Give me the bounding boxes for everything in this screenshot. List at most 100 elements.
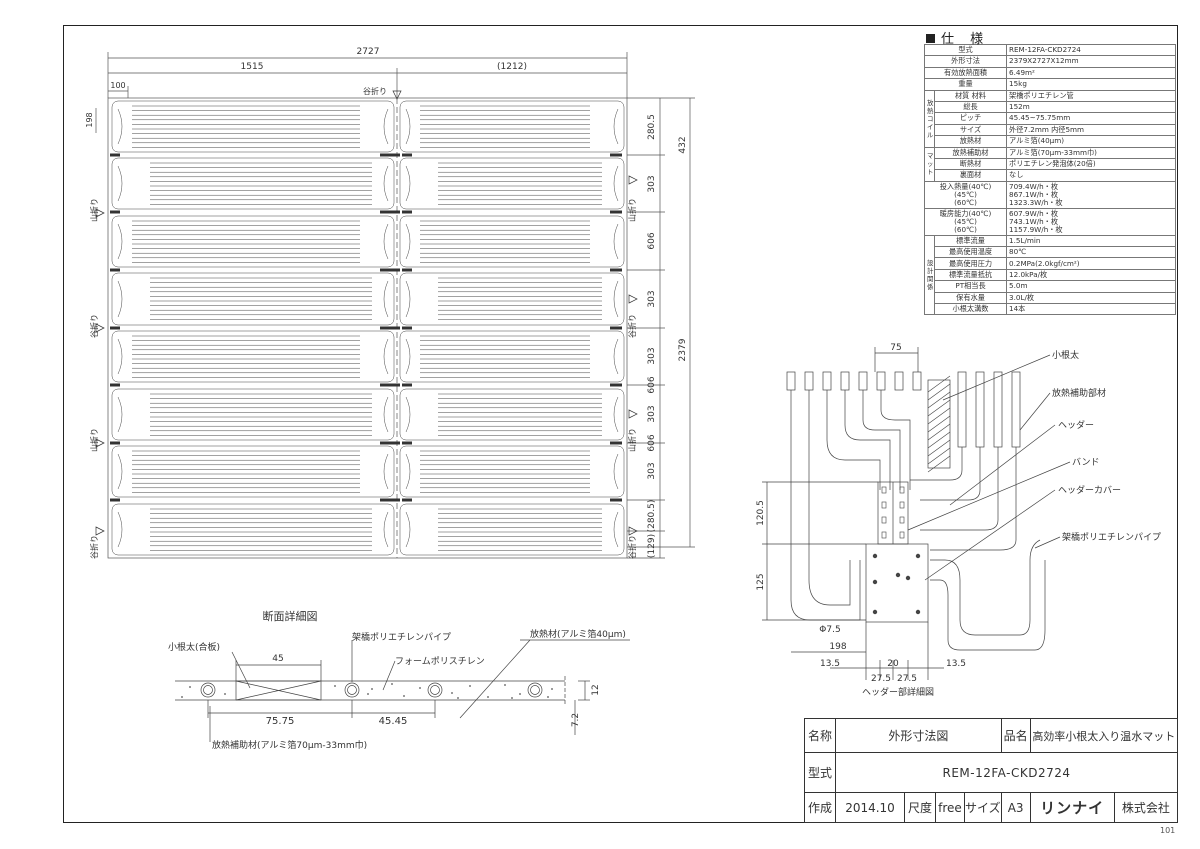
joist-marker — [110, 268, 120, 272]
mat-panel — [111, 330, 395, 383]
plan-mountain-fold-4: 山折り — [627, 428, 637, 452]
foam-dot — [511, 697, 513, 699]
joist-marker — [110, 498, 120, 502]
joist-marker — [380, 326, 400, 330]
hd-label-cover: ヘッダーカバー — [1058, 484, 1121, 496]
plan-dim-2379: 2379 — [678, 338, 688, 361]
spec-key: 型式 — [923, 43, 1008, 57]
joist-marker — [610, 498, 622, 502]
fold-triangle-icon — [628, 409, 638, 419]
joist-marker — [110, 210, 120, 214]
joist-marker — [380, 383, 400, 387]
hd-label-pipe: 架橋ポリエチレンパイプ — [1062, 531, 1161, 543]
drawing-frame — [63, 25, 1178, 823]
hatch-line — [927, 383, 951, 401]
section-dim-72: 7.2 — [571, 713, 581, 727]
joist-marker — [610, 268, 622, 272]
mat-panel — [399, 272, 625, 326]
header-port — [899, 501, 905, 509]
joist-marker — [610, 153, 622, 157]
joist-marker — [610, 441, 622, 445]
plan-dim-100: 100 — [110, 81, 125, 90]
plan-mountain-fold-3: 山折り — [627, 198, 637, 222]
plan-valley-fold-2: 谷折り — [89, 535, 99, 559]
hatch-line — [927, 431, 951, 449]
tb-size: A3 — [1000, 792, 1031, 823]
tb-name-label: 名称 — [804, 718, 836, 753]
spec-key: 小根太溝数 — [933, 303, 1008, 316]
foam-dot — [519, 693, 521, 695]
plan-dim-606-b: 606 — [647, 376, 657, 393]
foam-dot — [419, 687, 421, 689]
mat-panel — [399, 100, 625, 153]
hd-label-header: ヘッダー — [1058, 419, 1094, 431]
section-dim-7575: 75.75 — [266, 716, 295, 727]
header-port — [899, 516, 905, 524]
joist-marker — [380, 153, 400, 157]
hd-dim-125: 125 — [756, 573, 766, 590]
pipe-section-inner — [530, 685, 540, 695]
joist-marker — [610, 210, 622, 214]
tb-product: 高効率小根太入り温水マット — [1029, 718, 1179, 753]
mat-panel — [399, 330, 625, 383]
plan-valley-fold-top: 谷折り — [363, 86, 387, 96]
mat-panel — [399, 157, 625, 210]
pipe-bend — [405, 280, 411, 318]
foam-dot — [224, 693, 226, 695]
pipe-bend — [383, 338, 389, 375]
section-label-radiator: 放熱材(アルミ箔40μm) — [530, 628, 626, 640]
tb-company-suffix: 株式会社 — [1113, 792, 1179, 823]
joist-marker — [110, 383, 120, 387]
pipe-bend — [117, 338, 123, 375]
joist-marker — [402, 383, 412, 387]
mat-panel — [111, 503, 395, 556]
spec-row: 投入熱量(40℃) (45℃) (60℃)709.4W/h・枚 867.1W/h… — [923, 180, 1176, 209]
hatch-line — [927, 447, 951, 465]
fold-triangle-icon — [392, 90, 402, 100]
pipe-section — [200, 682, 216, 698]
spec-value: 14本 — [1006, 303, 1176, 316]
pipe-bend — [383, 453, 389, 490]
plan-dim-303-e: 303 — [647, 462, 657, 479]
joist-marker — [380, 498, 400, 502]
fold-triangle-icon — [95, 438, 105, 448]
bolt-icon — [905, 575, 911, 581]
mat-panel — [111, 157, 395, 210]
header-port — [899, 486, 905, 494]
pipe-bend — [383, 396, 389, 433]
title-block: 名称 外形寸法図 品名 高効率小根太入り温水マット 型式 REM-12FA-CK… — [804, 718, 1179, 823]
pipe-bend — [117, 108, 123, 145]
hatch-line — [927, 391, 951, 409]
hatch-line — [927, 415, 951, 433]
hd-label-aux: 放熱補助部材 — [1052, 387, 1106, 399]
hd-label-joist: 小根太 — [1052, 349, 1079, 361]
spec-key: 裏面材 — [933, 169, 1008, 182]
spec-row: 放熱コイル材質 材料架橋ポリエチレン管 — [924, 89, 1176, 148]
bolt-icon — [872, 553, 878, 559]
hd-dim-135-right: 13.5 — [946, 659, 966, 669]
tb-size-label: サイズ — [964, 792, 1002, 823]
fold-triangle-icon — [95, 526, 105, 536]
joist-marker — [610, 383, 622, 387]
plan-dim-303-d: 303 — [647, 405, 657, 422]
page-number: 101 — [1160, 826, 1176, 835]
fold-triangle-icon — [628, 175, 638, 185]
foam-dot — [551, 688, 553, 690]
joist-marker — [402, 268, 412, 272]
plan-dim-129: (129) — [647, 534, 657, 558]
hd-dim-135-left: 13.5 — [820, 659, 840, 669]
pipe-section-inner — [203, 685, 213, 695]
spec-title: 仕 様 — [926, 28, 1176, 47]
pipe-section-inner — [347, 685, 357, 695]
spec-key: 暖房能力(40℃) (45℃) (60℃) — [923, 207, 1008, 236]
mat-panel — [111, 215, 395, 268]
tb-model: REM-12FA-CKD2724 — [835, 752, 1178, 793]
pipe-bend — [405, 396, 411, 433]
plan-dim-606-c: 606 — [647, 434, 657, 451]
mat-panel — [399, 388, 625, 441]
spec-value: 709.4W/h・枚 867.1W/h・枚 1323.3W/h・枚 — [1006, 180, 1176, 209]
plan-valley-fold-3: 谷折り — [627, 314, 637, 338]
